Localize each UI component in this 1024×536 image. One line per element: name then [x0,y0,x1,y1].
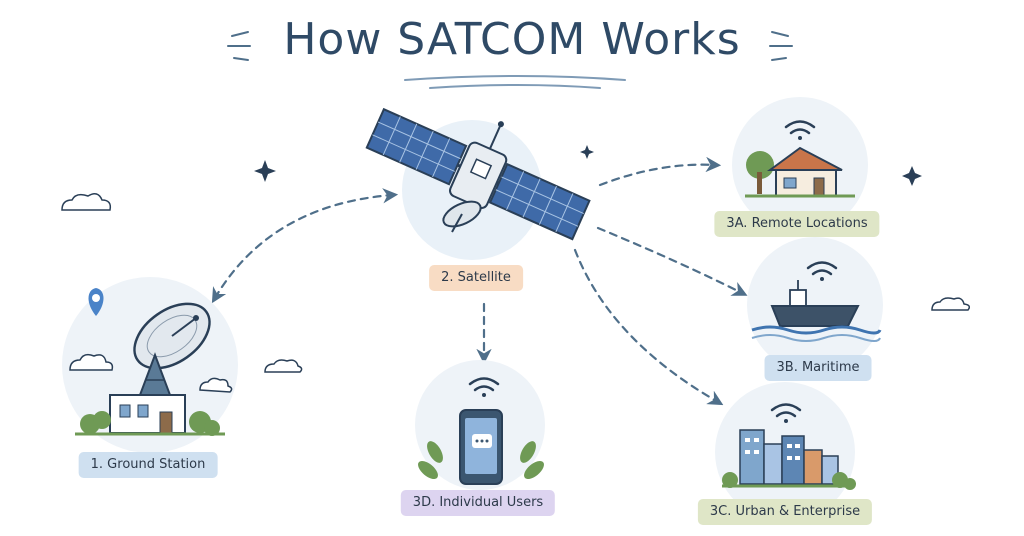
bush-icon [80,411,220,436]
wifi-icon [770,403,802,423]
location-pin-icon [88,288,104,316]
city-icon [739,429,839,485]
label-satellite: 2. Satellite [429,265,523,291]
arrow-satellite-remote [598,156,722,187]
maritime-node [747,237,883,373]
label-maritime: 3B. Maritime [764,355,872,381]
title-underline [404,75,626,89]
users-node [415,360,545,490]
label-individual-users: 3D. Individual Users [400,490,556,516]
label-remote-locations: 3A. Remote Locations [714,211,880,237]
arrow-satellite-urban [573,248,724,406]
satellite-node [365,107,591,260]
cloud-icon [69,353,233,393]
cloud-icon [61,193,971,373]
arrow-satellite-maritime [596,226,748,296]
house-icon [745,146,855,198]
ship-icon [751,280,882,342]
smartphone-icon [459,409,503,485]
wifi-icon [468,377,500,397]
link-arrows [211,156,748,406]
urban-node [715,382,856,522]
remote-node [732,97,868,233]
wifi-icon [806,261,838,281]
wifi-icon [784,120,816,140]
label-urban-enterprise: 3C. Urban & Enterprise [697,499,873,525]
sparkle-icon [254,145,922,186]
ground-station-node [62,277,238,453]
title-accent-marks [227,31,793,61]
arrow-ground-satellite [211,188,399,304]
leaf-icon [418,441,544,479]
satellite-dish-icon [109,302,211,434]
satellite-icon [365,107,591,241]
page-title: How SATCOM Works [283,14,741,65]
label-ground-station: 1. Ground Station [78,452,218,478]
